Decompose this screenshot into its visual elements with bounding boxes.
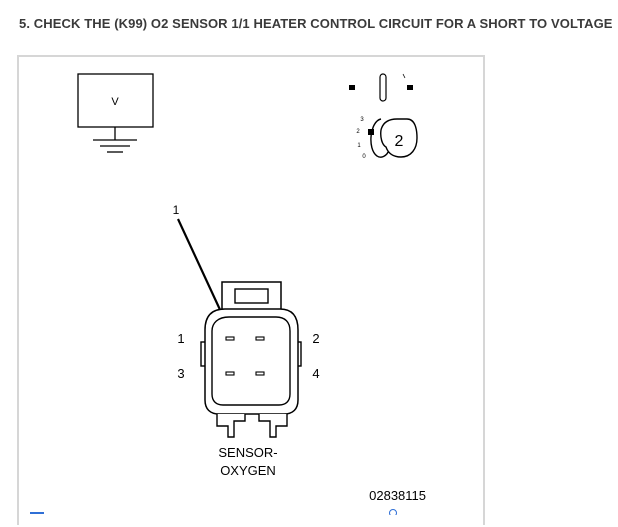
terminal-3 xyxy=(225,371,235,376)
connector-body-inner xyxy=(211,316,291,406)
key-head-icon xyxy=(380,118,418,158)
connector-tab-right xyxy=(258,414,288,438)
ignition-position-3: 3 xyxy=(360,117,364,123)
wiring-diagram: V 3 2 1 0 2 1 xyxy=(77,73,426,503)
partial-link-mark[interactable] xyxy=(30,512,44,514)
key-slot-tick xyxy=(402,73,406,79)
ignition-switch: 3 2 1 0 2 xyxy=(349,73,418,160)
terminal-2 xyxy=(255,336,265,341)
oxygen-sensor-connector: 1 2 3 4 SENSOR- OXYGEN xyxy=(177,281,320,478)
voltmeter-label: V xyxy=(111,96,119,108)
key-tumbler-icon xyxy=(370,118,390,158)
ignition-position-1: 1 xyxy=(357,143,361,149)
key-slot-mark-right xyxy=(407,85,413,90)
pin-label-1: 1 xyxy=(177,331,184,346)
next-content-strip xyxy=(18,508,484,515)
ignition-position-0: 0 xyxy=(362,154,366,160)
pin-label-3: 3 xyxy=(177,366,184,381)
voltmeter-box xyxy=(77,73,154,128)
diagram-figure: V 3 2 1 0 2 1 xyxy=(17,55,485,525)
key-slot-mark-left xyxy=(349,85,355,90)
zoom-icon[interactable] xyxy=(389,509,397,515)
figure-id: 02838115 xyxy=(369,488,426,503)
connector-name-line-1: SENSOR- xyxy=(218,445,277,460)
key-slot xyxy=(379,73,387,102)
position-indicator xyxy=(368,129,374,135)
pin-label-2: 2 xyxy=(312,331,319,346)
connector-tab-left xyxy=(216,414,246,438)
ignition-key-label: 2 xyxy=(395,133,404,150)
connector-latch-inner xyxy=(234,288,269,304)
pin-label-4: 4 xyxy=(312,366,319,381)
step-heading: 5. CHECK THE (K99) O2 SENSOR 1/1 HEATER … xyxy=(19,16,613,31)
ignition-position-2: 2 xyxy=(356,129,360,135)
connector-name-line-2: OXYGEN xyxy=(220,463,276,478)
voltmeter-symbol: V xyxy=(77,73,154,153)
callout-label: 1 xyxy=(173,203,180,217)
terminal-4 xyxy=(255,371,265,376)
terminal-1 xyxy=(225,336,235,341)
